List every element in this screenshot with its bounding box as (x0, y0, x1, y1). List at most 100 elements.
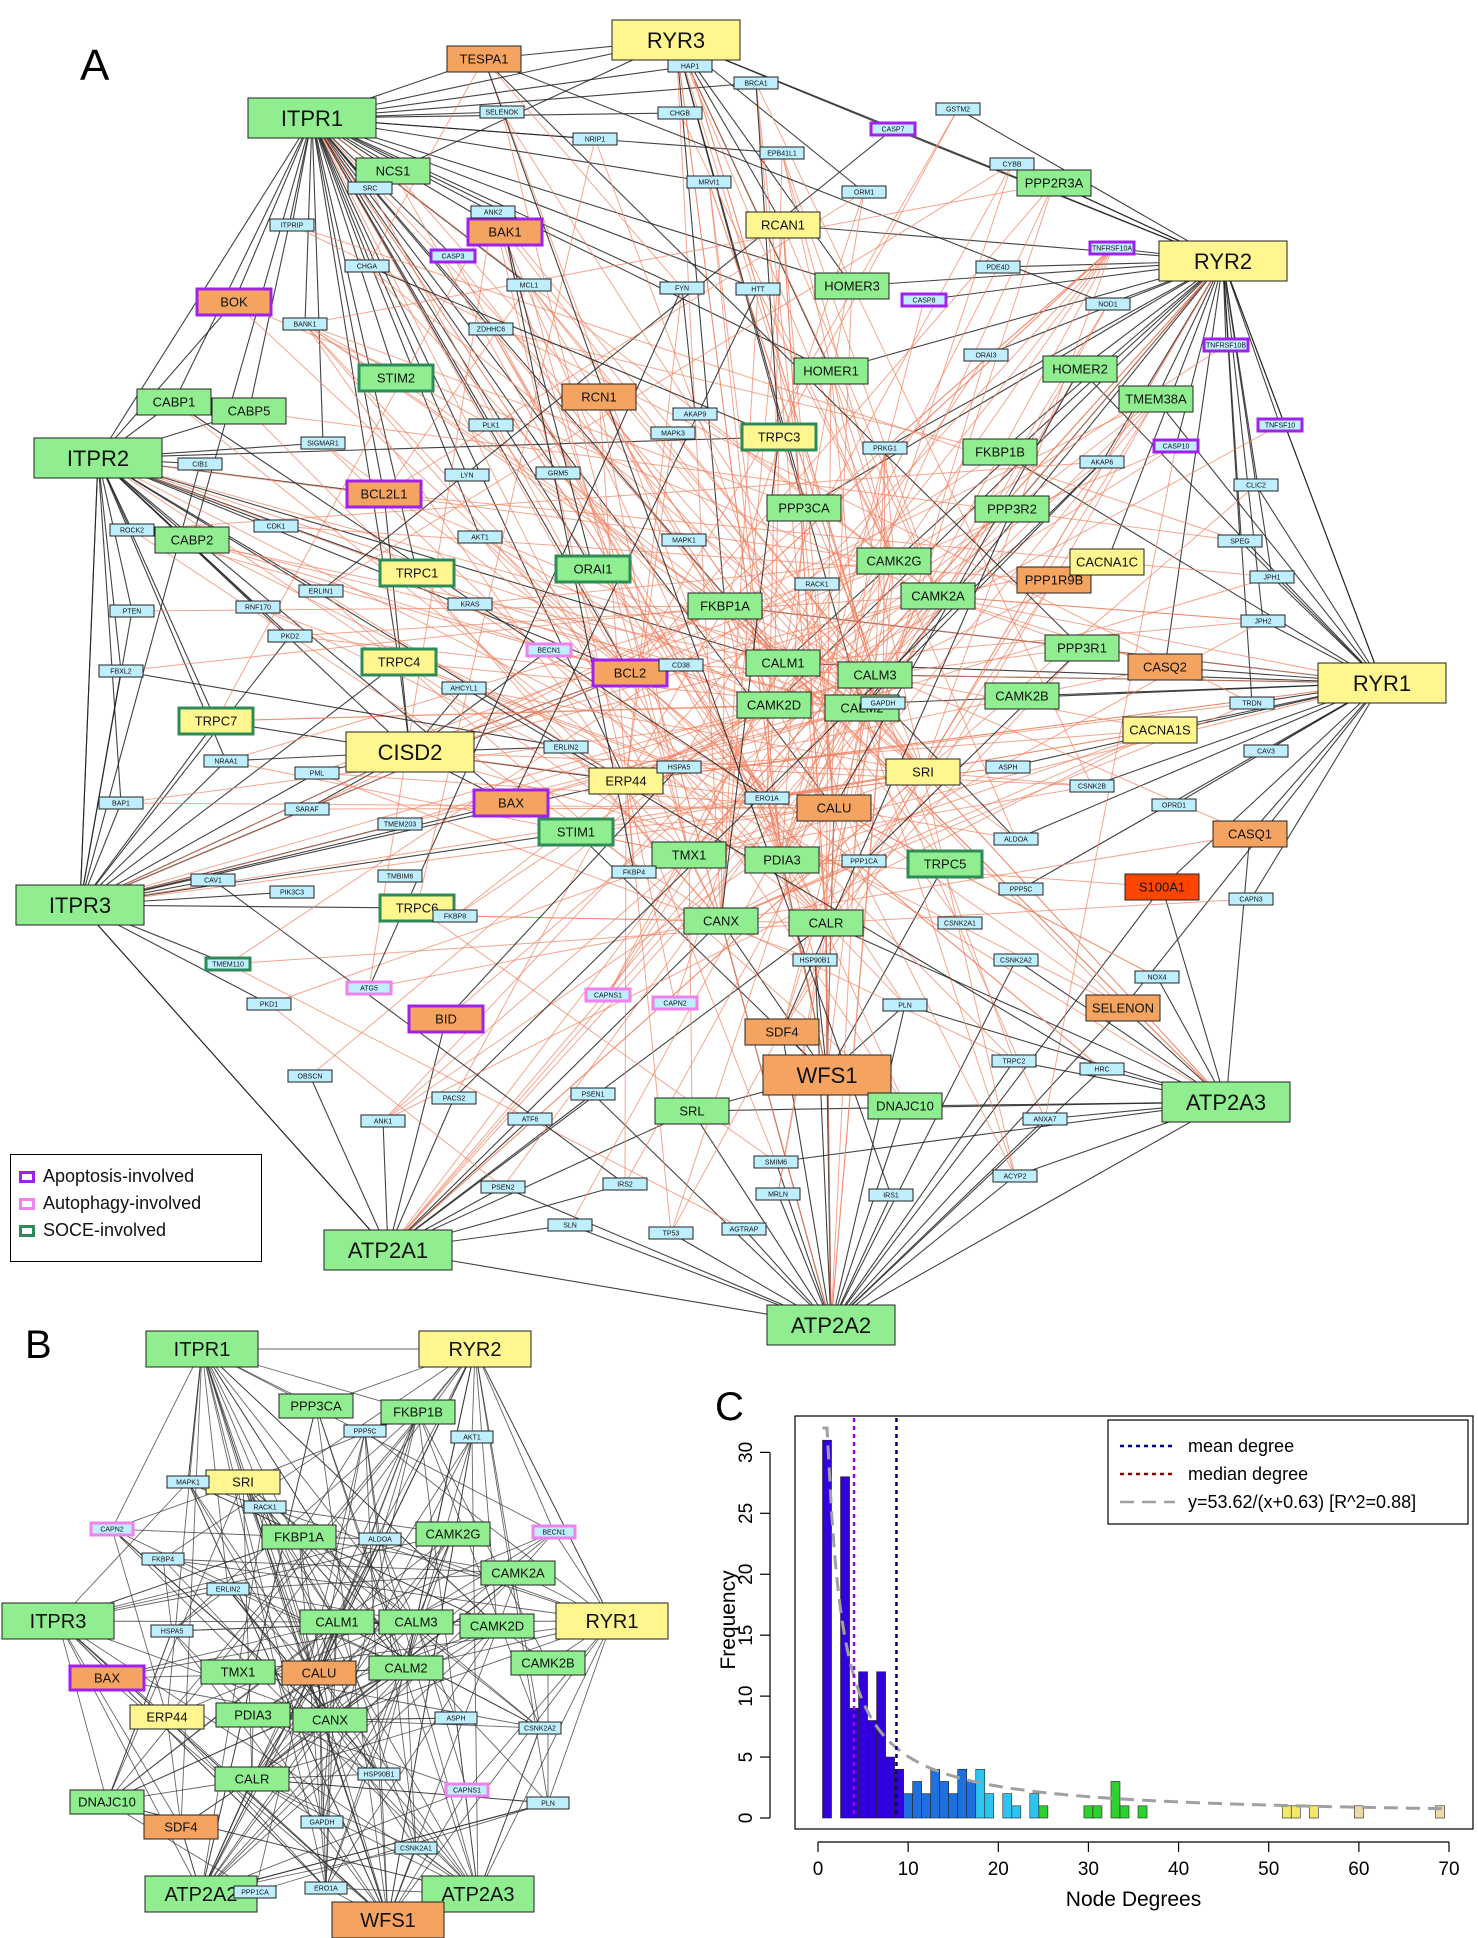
node-a-cdk1-label: CDK1 (267, 524, 286, 531)
edge-a-itpr3-pml (79, 772, 318, 906)
node-a-homer3: HOMER3 (814, 272, 890, 300)
node-b-pdia3-box (215, 1702, 291, 1728)
node-a-cacna1c-label: CACNA1C (1076, 555, 1138, 570)
node-a-nod1-box (1085, 297, 1131, 311)
edge-b-itpr1-ero1a (201, 1348, 327, 1889)
node-a-brca1: BRCA1 (733, 76, 779, 90)
edge-a-atp2a2-psen2 (502, 1186, 832, 1326)
edge-b-erp44-ero1a (166, 1716, 327, 1889)
legend-label-autophagy: Autophagy-involved (43, 1193, 202, 1213)
category-legend: Apoptosis-involved Autophagy-involved SO… (10, 1154, 262, 1262)
node-a-kras: KRAS (447, 597, 493, 611)
node-a-casp3-label: CASP3 (442, 254, 465, 261)
edge-b-ero1a-canx (325, 1719, 331, 1889)
edge-a-calm2-mrln (777, 707, 863, 1195)
node-a-ero1a-box (744, 791, 790, 805)
node-a-ryr2-label: RYR2 (1194, 249, 1252, 274)
node-a-erlin2-label: ERLIN2 (554, 745, 579, 752)
node-b-aldoa-label: ALDOA (368, 1537, 392, 1544)
edge-a-itpr2-trpc3 (97, 436, 780, 459)
node-b-sri-label: SRI (232, 1475, 254, 1490)
node-b-camk2d-label: CAMK2D (470, 1619, 524, 1634)
node-a-camk2g: CAMK2G (856, 547, 932, 575)
node-a-tnfrsf10a-box (1088, 240, 1136, 256)
node-a-akap9: AKAP9 (672, 407, 718, 421)
legend-swatch-autophagy (19, 1197, 35, 1210)
node-a-trpc3-box (740, 422, 818, 452)
edge-a-ryr2-ppp3ca (803, 260, 1224, 509)
node-a-erlin1: ERLIN1 (298, 584, 344, 598)
edge-b-itpr3-sdf4 (57, 1620, 182, 1828)
node-b-itpr3: ITPR3 (1, 1602, 115, 1640)
node-a-csnk2a2: CSNK2A2 (993, 953, 1039, 967)
edge-b-atp2a3-akt1 (471, 1436, 479, 1895)
node-a-cabp1: CABP1 (136, 388, 212, 416)
node-a-saraf: SARAF (284, 802, 330, 816)
node-a-jph2: JPH2 (1240, 614, 1286, 628)
edge-b-erp44-wfs1 (166, 1716, 389, 1921)
node-a-capn3-label: CAPN3 (1239, 897, 1262, 904)
node-b-itpr3-label: ITPR3 (30, 1611, 87, 1633)
node-a-tmx1-label: TMX1 (672, 848, 707, 863)
edge-b-mapk1-camk2d (187, 1481, 498, 1627)
node-b-hspa5-box (150, 1624, 194, 1638)
node-a-pacs2-label: PACS2 (443, 1096, 466, 1103)
node-b-ppp1ca: PPP1CA (233, 1885, 277, 1899)
node-b-ppp5c-label: PPP5C (354, 1429, 377, 1436)
node-b-fkbp4-box (141, 1552, 185, 1566)
node-b-fkbp4-label: FKBP4 (152, 1557, 174, 1564)
node-a-sri-box (885, 758, 961, 786)
node-a-tnfrsf10b: TNFRSF10B (1202, 337, 1250, 353)
legend-item-apoptosis: Apoptosis-involved (19, 1163, 261, 1190)
node-b-camk2a-box (480, 1560, 556, 1586)
node-a-tmem203: TMEM203 (377, 817, 423, 831)
node-a-ncs1: NCS1 (355, 157, 431, 185)
node-b-calm3-label: CALM3 (394, 1615, 437, 1630)
plot-frame (794, 1415, 1474, 1830)
node-b-itpr1: ITPR1 (145, 1330, 259, 1368)
edge-a-atp2a3-calr (825, 922, 1227, 1103)
node-a-nox4-box (1134, 970, 1180, 984)
node-a-hap1: HAP1 (667, 59, 713, 73)
node-b-asph: ASPH (434, 1711, 478, 1725)
node-a-itpr3-label: ITPR3 (49, 893, 111, 918)
node-a-lyn: LYN (444, 468, 490, 482)
edge-a-calm2-acyp2 (861, 707, 1016, 1177)
edge-a-psen2-pkd1 (268, 1003, 504, 1188)
node-b-wfs1-box (331, 1901, 445, 1938)
edge-a-camk2a-casq2 (937, 595, 1166, 668)
node-a-itpr1-label: ITPR1 (281, 106, 343, 131)
edge-a-ryr1-homer2 (1079, 368, 1383, 684)
node-a-tnfrsf10a: TNFRSF10A (1088, 240, 1136, 256)
node-a-orai1-label: ORAI1 (573, 562, 612, 577)
node-a-agtrap: AGTRAP (721, 1222, 767, 1236)
node-a-casq1-label: CASQ1 (1228, 827, 1272, 842)
node-b-calr-box (214, 1766, 290, 1792)
legend-swatch-soce (19, 1224, 35, 1237)
node-a-fkbp1a: FKBP1A (687, 592, 763, 620)
node-a-tnfsf10-box (1256, 417, 1304, 433)
node-a-calm1-label: CALM1 (761, 656, 804, 671)
node-b-csnk2a2-label: CSNK2A2 (524, 1726, 556, 1733)
node-a-psen1-box (570, 1087, 616, 1101)
node-b-bax: BAX (68, 1664, 146, 1692)
histogram-bar-36 (1137, 1805, 1148, 1819)
edge-b-ryr1-ryr2 (474, 1348, 613, 1622)
node-a-atp2a1-box (323, 1229, 453, 1271)
edge-a-ryr1-speg (1239, 540, 1383, 684)
edge-a-itpr1-bcl2l1 (311, 117, 385, 495)
node-a-bank1-label: BANK1 (294, 322, 317, 329)
node-b-hspa5: HSPA5 (150, 1624, 194, 1638)
node-a-sigmar1-box (300, 436, 346, 450)
node-a-jph1-label: JPH1 (1263, 575, 1280, 582)
node-a-fbxl2-box (98, 664, 144, 678)
edge-a-itpr3-trpc4 (79, 661, 400, 906)
node-a-pten: PTEN (109, 604, 155, 618)
node-a-ryr3-box (611, 19, 741, 61)
node-a-cav3-label: CAV3 (1257, 749, 1275, 756)
y-tick-label-25: 25 (736, 1503, 757, 1524)
edge-a-akap6-rock2 (131, 461, 1103, 531)
node-b-ppp3ca-box (278, 1393, 354, 1419)
node-a-cabp5-box (211, 397, 287, 425)
edge-b-itpr1-mapk1 (187, 1348, 203, 1483)
